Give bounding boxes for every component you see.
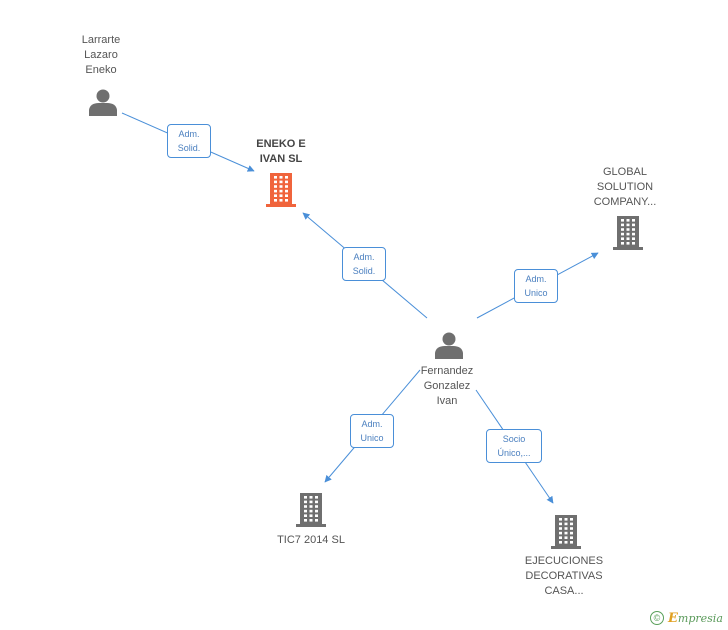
- person-icon-larrarte[interactable]: [89, 89, 117, 117]
- edge-label-larrarte-to-eneko_ivan[interactable]: Adm. Solid.: [167, 124, 211, 158]
- edge-label-fernandez-to-global[interactable]: Adm. Unico: [514, 269, 558, 303]
- building-icon-ejecuciones[interactable]: [551, 515, 581, 549]
- node-label-global[interactable]: GLOBAL SOLUTION COMPANY...: [593, 166, 657, 208]
- copyright-icon: ©: [650, 611, 664, 625]
- building-icon-eneko_ivan[interactable]: [266, 173, 296, 207]
- brand-logo[interactable]: Empresia: [668, 610, 723, 626]
- node-label-larrarte[interactable]: Larrarte Lazaro Eneko: [81, 34, 121, 76]
- person-icon-fernandez[interactable]: [435, 332, 463, 360]
- edge-label-fernandez-to-eneko_ivan[interactable]: Adm. Solid.: [342, 247, 386, 281]
- node-label-tic7[interactable]: TIC7 2014 SL: [277, 534, 345, 546]
- building-icon-tic7[interactable]: [296, 493, 326, 527]
- building-icon-global[interactable]: [613, 216, 643, 250]
- node-label-eneko_ivan[interactable]: ENEKO E IVAN SL: [256, 138, 306, 165]
- node-label-fernandez[interactable]: Fernandez Gonzalez Ivan: [420, 365, 474, 407]
- node-label-ejecuciones[interactable]: EJECUCIONES DECORATIVAS CASA...: [524, 555, 604, 597]
- footer-brand: © Empresia: [650, 610, 723, 626]
- edge-label-fernandez-to-tic7[interactable]: Adm. Unico: [350, 414, 394, 448]
- edge-label-fernandez-to-ejecuciones[interactable]: Socio Único,...: [486, 429, 542, 463]
